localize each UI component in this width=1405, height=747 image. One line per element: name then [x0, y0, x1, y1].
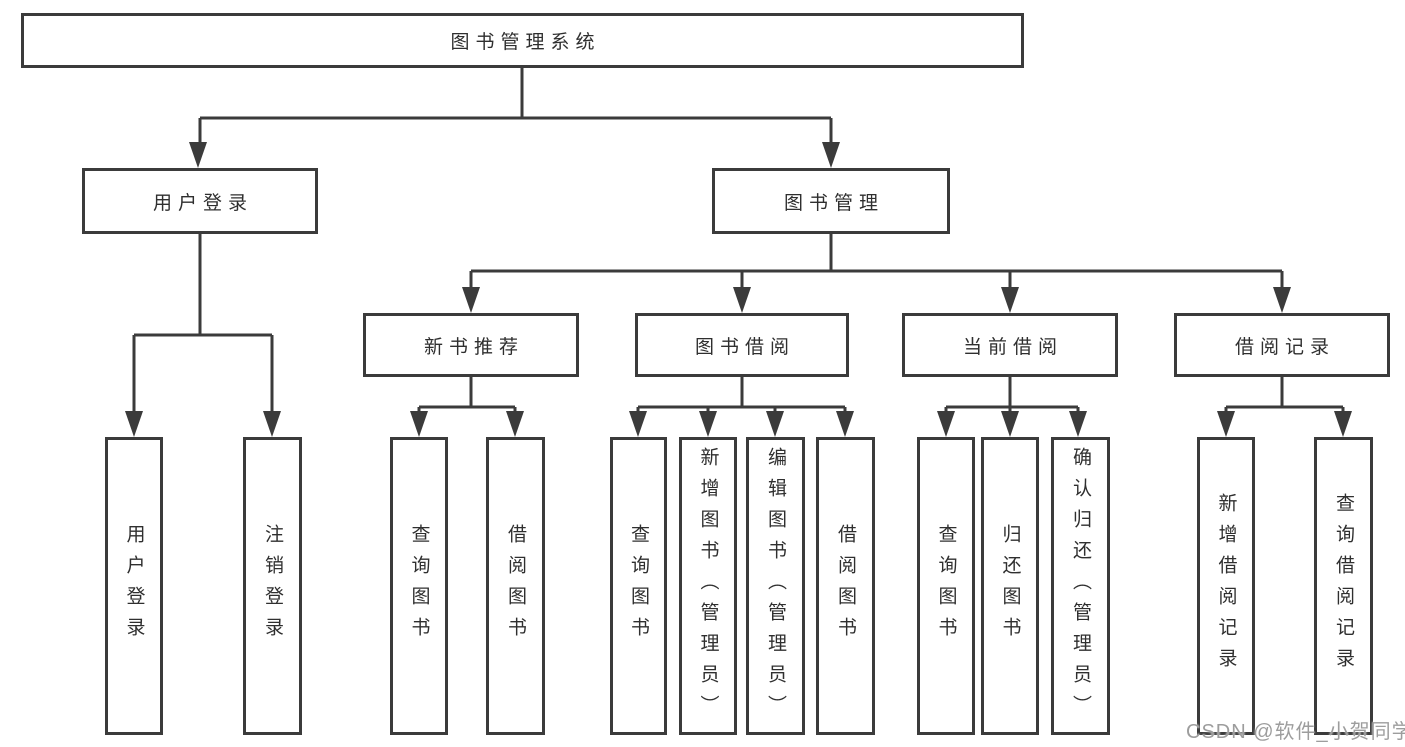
leaf-label: 归还图书	[999, 524, 1021, 648]
leaf-label: 编辑图书（管理员）	[765, 446, 786, 726]
connector-current-borrow-subtree	[944, 377, 1080, 415]
leaf-query-book-current: 查询图书	[917, 437, 975, 735]
leaf-label: 查询图书	[408, 524, 430, 648]
node-root-system: 图书管理系统	[21, 13, 1024, 68]
arrowheads	[125, 142, 1352, 437]
leaf-query-borrow-record: 查询借阅记录	[1314, 437, 1373, 735]
leaf-label: 查询图书	[628, 524, 649, 648]
leaf-label: 新增图书（管理员）	[697, 446, 719, 726]
connector-new-book-subtree	[417, 377, 517, 415]
connector-book-mgmt-subtree	[469, 234, 1284, 291]
leaf-add-book-admin: 新增图书（管理员）	[679, 437, 737, 735]
connector-borrow-record-subtree	[1224, 377, 1345, 415]
node-borrow-record: 借阅记录	[1174, 313, 1390, 377]
connector-root-to-level2	[198, 68, 833, 146]
node-book-borrow: 图书借阅	[635, 313, 849, 377]
leaf-label: 借阅图书	[835, 524, 856, 648]
leaf-query-book-borrow: 查询图书	[610, 437, 667, 735]
leaf-label: 借阅图书	[505, 524, 526, 648]
leaf-label: 注销登录	[262, 524, 283, 648]
leaf-label: 用户登录	[123, 524, 145, 648]
leaf-add-borrow-record: 新增借阅记录	[1197, 437, 1255, 735]
connector-book-borrow-subtree	[636, 377, 847, 415]
leaf-borrow-book-recommend: 借阅图书	[486, 437, 545, 735]
node-current-borrow: 当前借阅	[902, 313, 1118, 377]
node-new-book-recommend: 新书推荐	[363, 313, 579, 377]
leaf-label: 查询图书	[935, 524, 957, 648]
node-user-login: 用户登录	[82, 168, 318, 234]
leaf-label: 确认归还（管理员）	[1070, 446, 1091, 726]
leaf-confirm-return-admin: 确认归还（管理员）	[1051, 437, 1110, 735]
connector-user-login-subtree	[132, 234, 274, 415]
csdn-watermark: CSDN @软件_小贺同学	[1186, 721, 1405, 743]
node-book-management: 图书管理	[712, 168, 950, 234]
leaf-label: 查询借阅记录	[1333, 493, 1354, 679]
leaf-logout: 注销登录	[243, 437, 302, 735]
leaf-label: 新增借阅记录	[1215, 493, 1237, 679]
leaf-borrow-book: 借阅图书	[816, 437, 875, 735]
leaf-return-book: 归还图书	[981, 437, 1039, 735]
leaf-user-login: 用户登录	[105, 437, 163, 735]
leaf-query-book-recommend: 查询图书	[390, 437, 448, 735]
leaf-edit-book-admin: 编辑图书（管理员）	[746, 437, 805, 735]
